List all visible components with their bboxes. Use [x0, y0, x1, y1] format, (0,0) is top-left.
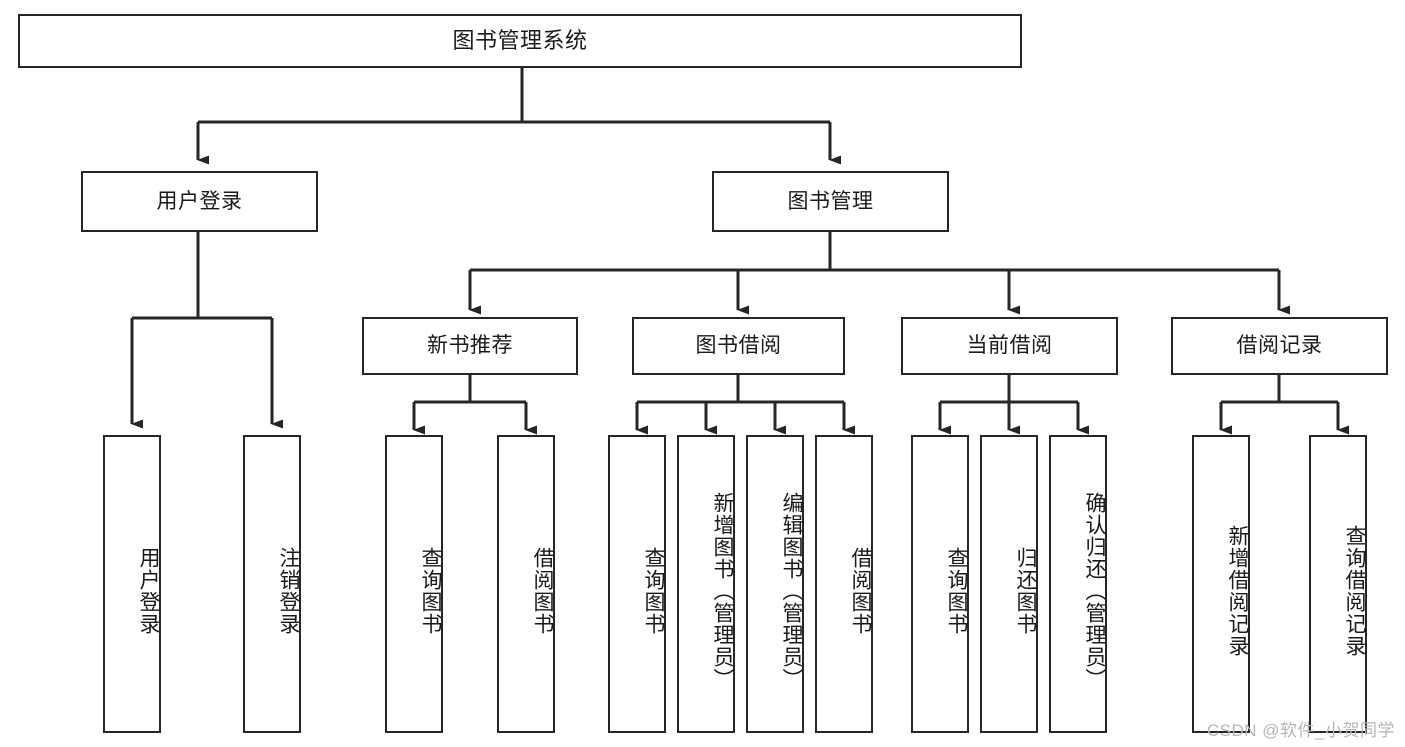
node-new-book-recommend[interactable]: 新书推荐 — [362, 317, 578, 375]
leaf-query-book-current[interactable]: 查询图书 — [911, 435, 969, 733]
node-label: 图书管理 — [787, 189, 874, 213]
leaf-add-borrow-record[interactable]: 新增借阅记录 — [1192, 435, 1250, 733]
leaf-logout[interactable]: 注销登录 — [243, 435, 301, 733]
node-label: 借阅图书 — [531, 547, 554, 635]
node-label: 新增图书（管理员） — [711, 492, 734, 690]
node-label: 查询图书 — [419, 547, 442, 635]
node-label: 借阅图书 — [849, 547, 872, 635]
leaf-query-book-borrow[interactable]: 查询图书 — [608, 435, 666, 733]
leaf-query-book-recommend[interactable]: 查询图书 — [385, 435, 443, 733]
node-root-system[interactable]: 图书管理系统 — [18, 14, 1022, 68]
node-label: 查询借阅记录 — [1343, 525, 1366, 657]
csdn-watermark: CSDN @软件_小贺同学 — [1206, 721, 1395, 740]
node-current-borrowing[interactable]: 当前借阅 — [901, 317, 1118, 375]
leaf-edit-book-admin[interactable]: 编辑图书（管理员） — [746, 435, 804, 733]
node-label: 新增借阅记录 — [1226, 525, 1249, 657]
node-book-borrowing[interactable]: 图书借阅 — [632, 317, 845, 375]
node-label: 用户登录 — [156, 189, 243, 213]
node-user-login[interactable]: 用户登录 — [81, 171, 318, 232]
node-label: 编辑图书（管理员） — [780, 492, 803, 690]
node-book-management[interactable]: 图书管理 — [712, 171, 949, 232]
node-label: 用户登录 — [137, 547, 160, 635]
leaf-add-book-admin[interactable]: 新增图书（管理员） — [677, 435, 735, 733]
leaf-borrow-book-borrow[interactable]: 借阅图书 — [815, 435, 873, 733]
node-label: 归还图书 — [1014, 547, 1037, 635]
node-label: 图书借阅 — [695, 334, 782, 358]
node-label: 借阅记录 — [1236, 334, 1323, 358]
leaf-user-login[interactable]: 用户登录 — [103, 435, 161, 733]
leaf-query-borrow-record[interactable]: 查询借阅记录 — [1309, 435, 1367, 733]
leaf-return-book[interactable]: 归还图书 — [980, 435, 1038, 733]
node-label: 图书管理系统 — [452, 27, 588, 53]
node-label: 注销登录 — [277, 547, 300, 635]
node-label: 确认归还（管理员） — [1083, 492, 1106, 690]
node-label: 当前借阅 — [966, 334, 1053, 358]
node-borrow-records[interactable]: 借阅记录 — [1171, 317, 1388, 375]
leaf-confirm-return-admin[interactable]: 确认归还（管理员） — [1049, 435, 1107, 733]
node-label: 查询图书 — [642, 547, 665, 635]
node-label: 查询图书 — [945, 547, 968, 635]
leaf-borrow-book-recommend[interactable]: 借阅图书 — [497, 435, 555, 733]
node-label: 新书推荐 — [427, 334, 513, 358]
